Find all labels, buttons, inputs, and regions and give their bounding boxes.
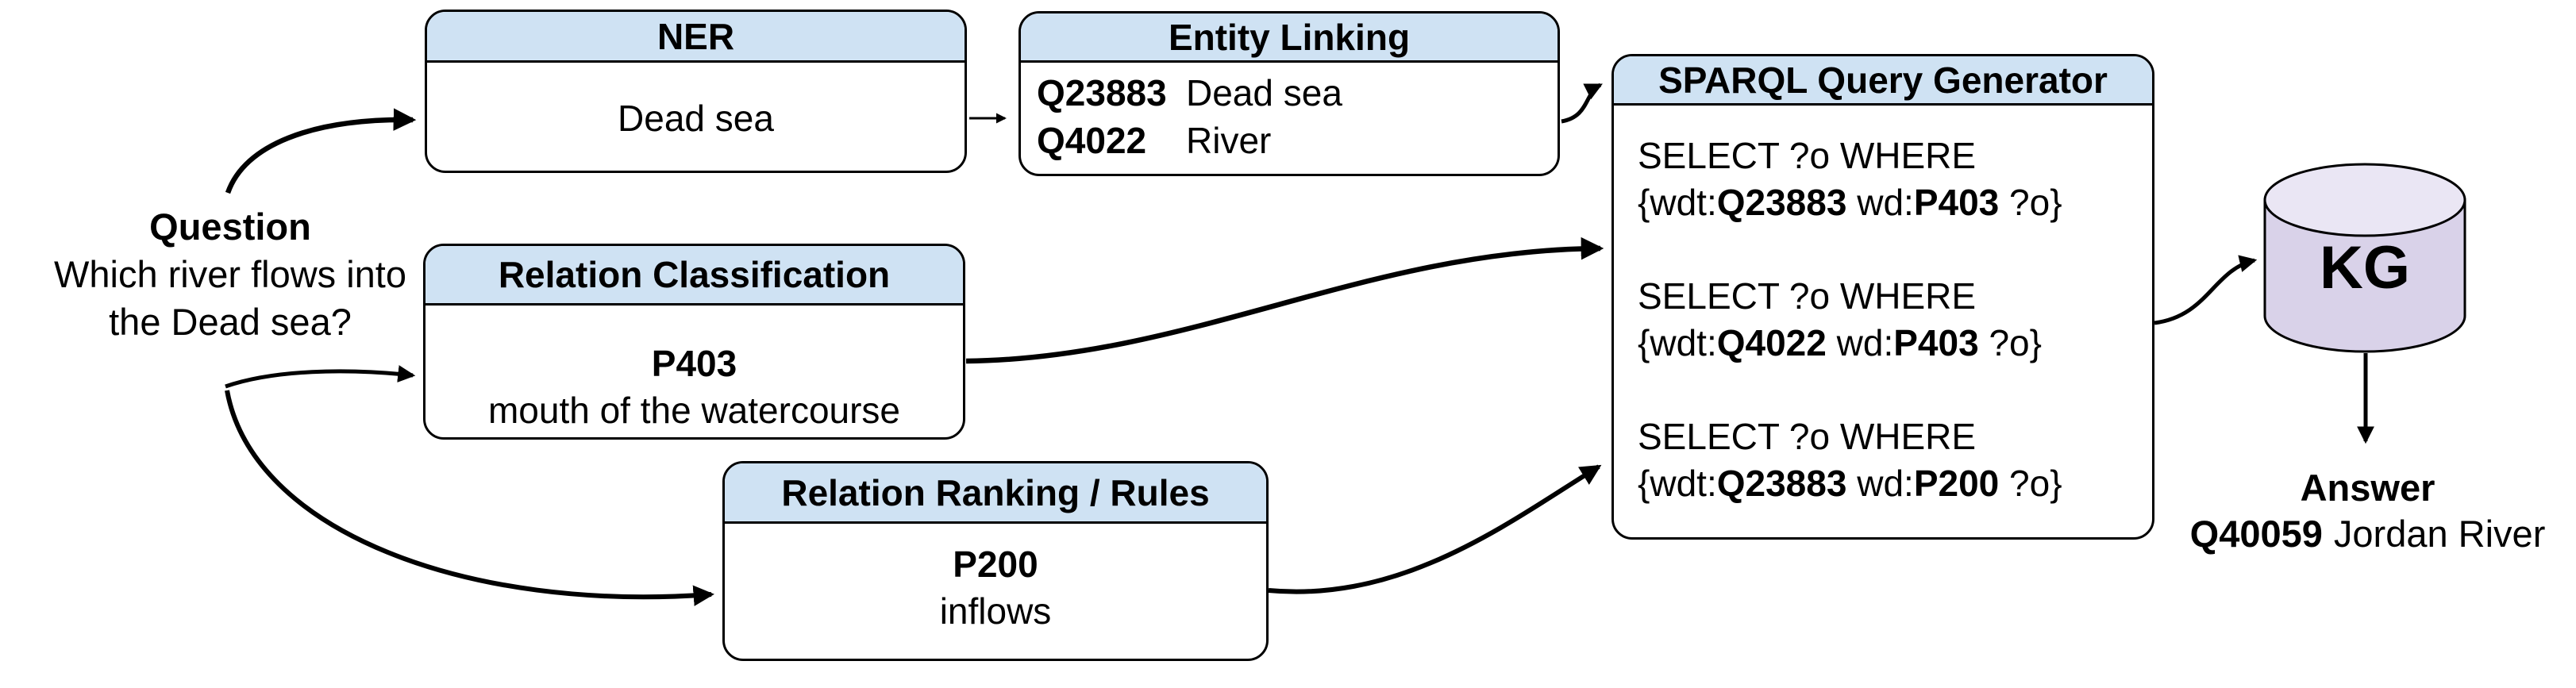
sparql-relation: P403 [1893,322,1979,363]
entity-label: Dead sea [1186,72,1342,113]
sparql-entity: Q23883 [1716,463,1847,504]
arrow-sparql-to-kg [2154,255,2258,325]
sparql-select-line: SELECT ?o WHERE [1638,275,1977,317]
ner-box-value: Dead sea [618,97,774,139]
relation-ranking-box-title: Relation Ranking / Rules [725,463,1266,524]
kg-label: KG [2320,234,2410,302]
entity-label: River [1186,120,1272,161]
sparql-generator-box-title: SPARQL Query Generator [1614,56,2152,106]
sparql-mid: wd: [1826,322,1894,363]
arrow-relation-ranking-to-sparql [1268,464,1602,594]
sparql-query: SELECT ?o WHERE {wdt:Q4022 wd:P403 ?o} [1638,273,2128,367]
entity-row: Q23883 Dead sea [1037,69,1542,117]
entity-id: Q23883 [1037,72,1167,113]
relation-id: P200 [953,544,1038,585]
sparql-select-line: SELECT ?o WHERE [1638,135,1977,176]
entity-row: Q4022 River [1037,117,1542,164]
relation-label: mouth of the watercourse [487,390,901,431]
arrow-entity-linking-to-sparql [1561,83,1603,124]
sparql-open: {wdt: [1638,182,1717,223]
sparql-where-line: {wdt:Q4022 wd:P403 ?o} [1638,320,2128,367]
arrow-question-to-relation-classification [225,365,416,389]
answer-id: Q40059 [2189,513,2323,555]
relation-id: P403 [651,343,737,384]
sparql-query: SELECT ?o WHERE {wdt:Q23883 wd:P403 ?o} [1638,133,2128,226]
question-line-1: Which river flows into [54,253,406,295]
relation-label: inflows [939,590,1052,632]
sparql-where-line: {wdt:Q23883 wd:P403 ?o} [1638,179,2128,226]
sparql-relation: P403 [1913,182,2000,223]
question-line-2: the Dead sea? [109,301,352,343]
answer-title: Answer [2300,467,2435,509]
sparql-entity: Q4022 [1716,322,1827,363]
sparql-mid: wd: [1846,463,1914,504]
entity-id: Q4022 [1037,120,1147,161]
ner-box: NER Dead sea [425,10,967,173]
question-title: Question [149,206,311,248]
entity-linking-box-title: Entity Linking [1021,13,1558,63]
sparql-open: {wdt: [1638,322,1717,363]
sparql-close: ?o} [1999,463,2062,504]
question-block: Question Which river flows into the Dead… [16,203,445,346]
sparql-relation: P200 [1913,463,2000,504]
relation-classification-box-title: Relation Classification [425,246,963,306]
sparql-generator-box: SPARQL Query Generator SELECT ?o WHERE {… [1611,54,2154,540]
sparql-entity: Q23883 [1716,182,1847,223]
answer-value: Jordan River [2333,513,2546,555]
sparql-where-line: {wdt:Q23883 wd:P200 ?o} [1638,460,2128,507]
sparql-mid: wd: [1846,182,1914,223]
relation-ranking-box: Relation Ranking / Rules P200 inflows [722,461,1269,661]
relation-classification-box: Relation Classification P403 mouth of th… [423,244,965,440]
sparql-close: ?o} [1978,322,2042,363]
entity-linking-box: Entity Linking Q23883 Dead sea Q4022 River [1018,11,1560,176]
sparql-open: {wdt: [1638,463,1717,504]
ner-box-title: NER [427,12,965,63]
arrow-relation-classification-to-sparql [965,236,1604,364]
arrow-question-to-ner [225,108,417,194]
sparql-select-line: SELECT ?o WHERE [1638,416,1977,457]
sparql-query: SELECT ?o WHERE {wdt:Q23883 wd:P200 ?o} [1638,413,2128,507]
sparql-close: ?o} [1999,182,2062,223]
